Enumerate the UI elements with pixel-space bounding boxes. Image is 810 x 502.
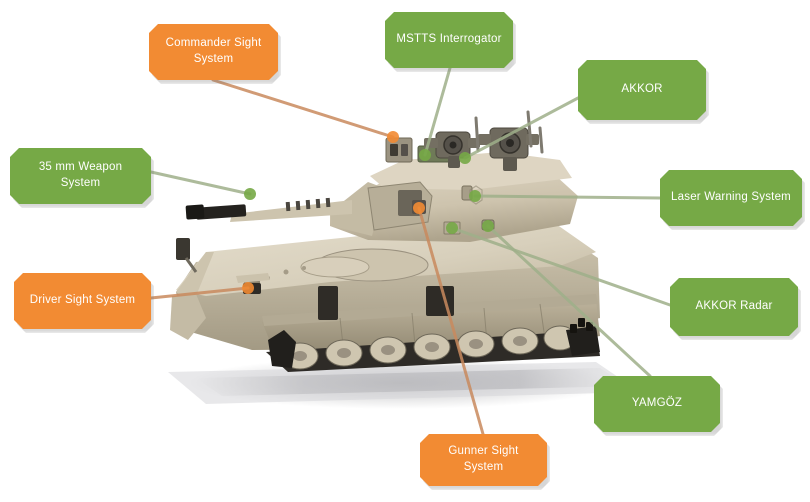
- antennas: [474, 110, 544, 154]
- front-sensor-mast: [176, 238, 198, 273]
- callout-laser-warning-system[interactable]: Laser Warning System: [660, 170, 802, 226]
- callout-label-yamgoz: YAMGÖZ: [631, 397, 683, 410]
- running-gear: [266, 318, 600, 372]
- callout-akkor[interactable]: AKKOR: [578, 60, 706, 120]
- turret-insignia: [469, 185, 483, 205]
- leader-endpoint-akkor-radar: [446, 222, 458, 234]
- callout-driver-sight-system[interactable]: Driver Sight System: [14, 273, 151, 329]
- callout-label-mstts-interrogator: MSTTS Interrogator: [396, 33, 502, 46]
- leader-line-35-mm-weapon-system: [149, 170, 252, 196]
- leader-endpoint-commander-sight-system: [387, 131, 399, 143]
- leader-line-mstts-interrogator: [423, 66, 452, 157]
- leader-line-laser-warning-system: [473, 194, 662, 200]
- vehicle-body: [170, 110, 600, 372]
- leader-line-akkor: [463, 96, 580, 160]
- leader-endpoint-akkor: [459, 152, 471, 164]
- callout-label-gunner-sight-system: Gunner Sight System: [448, 445, 519, 473]
- callout-label-laser-warning-system: Laser Warning System: [671, 191, 791, 204]
- main-gun: [185, 197, 352, 222]
- callout-label-akkor-radar: AKKOR Radar: [695, 300, 773, 313]
- leader-line-commander-sight-system: [211, 78, 395, 139]
- callout-label-akkor: AKKOR: [621, 83, 663, 96]
- leader-endpoint-gunner-sight-system: [413, 202, 425, 214]
- leader-endpoint-35-mm-weapon-system: [244, 188, 256, 200]
- leader-line-akkor-radar: [450, 226, 672, 307]
- callout-mstts-interrogator[interactable]: MSTTS Interrogator: [385, 12, 513, 68]
- akkor-launcher-right: [478, 127, 539, 171]
- leader-endpoint-yamgoz: [482, 220, 494, 232]
- callout-akkor-radar[interactable]: AKKOR Radar: [670, 278, 798, 336]
- leader-line-gunner-sight-system: [417, 206, 485, 436]
- callout-35-mm-weapon-system[interactable]: 35 mm Weapon System: [10, 148, 151, 204]
- leader-line-driver-sight-system: [149, 286, 250, 300]
- callout-gunner-sight-system[interactable]: Gunner Sight System: [420, 434, 547, 486]
- commander-sight-block: [385, 137, 413, 163]
- glacis-plate: [176, 252, 214, 300]
- callout-label-driver-sight-system: Driver Sight System: [29, 294, 136, 307]
- leader-lines: [149, 66, 672, 436]
- callout-yamgoz[interactable]: YAMGÖZ: [594, 376, 720, 432]
- bow: [170, 294, 206, 340]
- leader-endpoint-mstts-interrogator: [419, 149, 431, 161]
- callout-label-35-mm-weapon-system: 35 mm Weapon System: [38, 161, 123, 189]
- leader-line-yamgoz: [486, 224, 652, 378]
- leader-endpoint-driver-sight-system: [242, 282, 254, 294]
- leader-endpoint-laser-warning-system: [469, 190, 481, 202]
